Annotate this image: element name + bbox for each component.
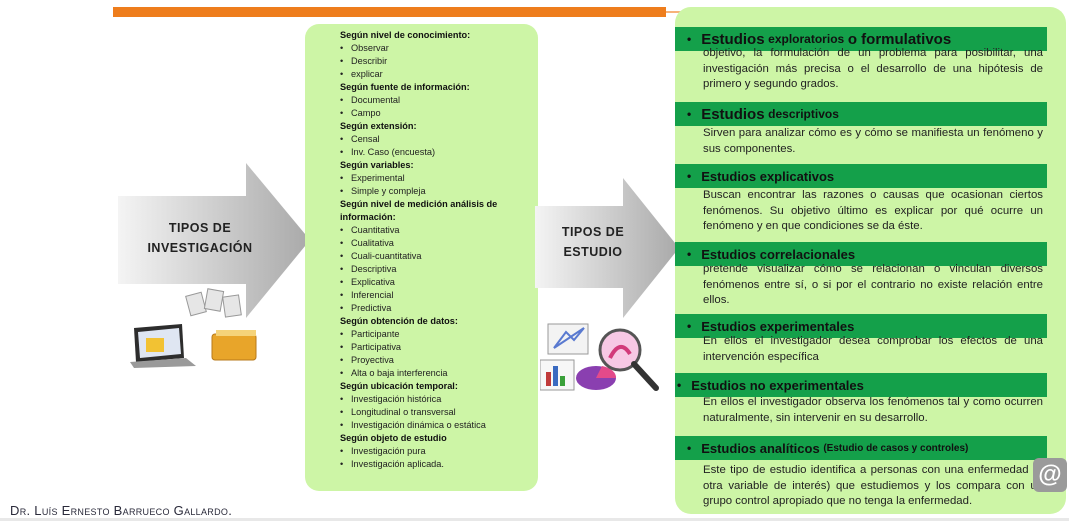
- study-exploratory: • Estudios exploratorios o formulativos …: [675, 27, 1047, 93]
- category-title: Según nivel de conocimiento:: [340, 30, 471, 40]
- category-item: Descriptiva: [340, 263, 530, 276]
- study-exploratory-desc: objetivo, la formulación de un problema …: [703, 47, 1043, 90]
- category-item: Inferencial: [340, 289, 530, 302]
- study-analytical-header: • Estudios analíticos (Estudio de casos …: [675, 436, 1047, 460]
- study-title-main: Estudios analíticos: [701, 440, 820, 456]
- study-title-main: Estudios experimentales: [701, 318, 855, 334]
- study-title-main: Estudios correlacionales: [701, 246, 856, 262]
- category-item: Investigación aplicada.: [340, 458, 530, 471]
- study-experimental-desc: En ellos el investigador desea comprobar…: [703, 335, 1043, 363]
- study-experimental: • Estudios experimentales En ellos el in…: [675, 314, 1047, 365]
- study-descriptive-desc: Sirven para analizar cómo es y cómo se m…: [703, 127, 1043, 155]
- category-item: Participativa: [340, 341, 530, 354]
- study-types-label: TIPOS DE ESTUDIO: [561, 225, 625, 259]
- bullet-icon: •: [687, 441, 692, 455]
- category-item: Cuantitativa: [340, 224, 530, 237]
- study-correlational: • Estudios correlacionales pretende visu…: [675, 242, 1047, 309]
- category-item: Investigación dinámica o estática: [340, 419, 530, 432]
- study-explanatory-header: • Estudios explicativos: [675, 164, 1047, 188]
- study-experimental-header: • Estudios experimentales: [675, 314, 1047, 338]
- study-descriptive-header: • Estudios descriptivos: [675, 102, 1047, 126]
- category-items: Investigación históricaLongitudinal o tr…: [340, 393, 530, 432]
- category-item: Alta o baja interferencia: [340, 367, 530, 380]
- study-correlational-header: • Estudios correlacionales: [675, 242, 1047, 266]
- category-item: Describir: [340, 55, 530, 68]
- study-analytical-desc: Este tipo de estudio identifica a person…: [703, 464, 1043, 507]
- category-item: Explicativa: [340, 276, 530, 289]
- category-title: Según nivel de medición análisis de info…: [340, 199, 498, 222]
- category-item: Participante: [340, 328, 530, 341]
- category-items: Investigación puraInvestigación aplicada…: [340, 445, 530, 471]
- category-items: ParticipanteParticipativaProyectivaAlta …: [340, 328, 530, 380]
- category-item: explicar: [340, 68, 530, 81]
- laptop-folder-icon: [130, 288, 257, 368]
- category-item: Experimental: [340, 172, 530, 185]
- category-item: Investigación pura: [340, 445, 530, 458]
- study-title-main: Estudios: [701, 30, 765, 48]
- study-title-tail: o formulativos: [847, 30, 952, 48]
- category-item: Proyectiva: [340, 354, 530, 367]
- study-title-rest: exploratorios: [768, 32, 845, 46]
- category-title: Según fuente de información:: [340, 82, 470, 92]
- category-title: Según variables:: [340, 160, 414, 170]
- category-title: Según objeto de estudio: [340, 433, 447, 443]
- category-title: Según obtención de datos:: [340, 316, 458, 326]
- study-non-experimental: • Estudios no experimentales En ellos el…: [675, 373, 1047, 426]
- category-items: ExperimentalSimple y compleja: [340, 172, 530, 198]
- study-non-experimental-header: • Estudios no experimentales: [675, 373, 1047, 397]
- study-title-main: Estudios no experimentales: [691, 377, 864, 393]
- category-item: Cuali-cuantitativa: [340, 250, 530, 263]
- bullet-icon: •: [687, 247, 692, 261]
- study-analytical: • Estudios analíticos (Estudio de casos …: [675, 436, 1047, 510]
- author-footer: Dr. Luís Ernesto Barrueco Gallardo.: [10, 503, 233, 518]
- study-descriptive: • Estudios descriptivos Sirven para anal…: [675, 102, 1047, 157]
- category-item: Campo: [340, 107, 530, 120]
- category-items: ObservarDescribirexplicar: [340, 42, 530, 81]
- category-item: Investigación histórica: [340, 393, 530, 406]
- bottom-divider: [0, 518, 1069, 521]
- charts-magnifier-icon: [540, 323, 659, 391]
- investigation-types-arrow: [118, 163, 310, 318]
- category-title: Según ubicación temporal:: [340, 381, 458, 391]
- bullet-icon: •: [687, 319, 692, 333]
- category-item: Inv. Caso (encuesta): [340, 146, 530, 159]
- investigation-types-label: TIPOS DE INVESTIGACIÓN: [147, 221, 253, 255]
- category-item: Observar: [340, 42, 530, 55]
- category-items: CuantitativaCualitativaCuali-cuantitativ…: [340, 224, 530, 315]
- study-title-rest: (Estudio de casos y controles): [823, 442, 969, 454]
- bullet-icon: •: [687, 32, 692, 46]
- study-explanatory-desc: Buscan encontrar las razones o causas qu…: [703, 189, 1043, 232]
- investigation-types-list: Según nivel de conocimiento:ObservarDesc…: [305, 24, 538, 491]
- study-types-arrow: [535, 178, 679, 318]
- category-title: Según extensión:: [340, 121, 417, 131]
- study-title-rest: descriptivos: [768, 107, 839, 121]
- category-item: Documental: [340, 94, 530, 107]
- study-exploratory-header: • Estudios exploratorios o formulativos: [675, 27, 1047, 51]
- category-item: Longitudinal o transversal: [340, 406, 530, 419]
- category-items: DocumentalCampo: [340, 94, 530, 120]
- study-correlational-desc: pretende visualizar cómo se relacionan o…: [703, 263, 1043, 306]
- study-explanatory: • Estudios explicativos Buscan encontrar…: [675, 164, 1047, 235]
- category-items: CensalInv. Caso (encuesta): [340, 133, 530, 159]
- bullet-icon: •: [677, 378, 682, 392]
- category-item: Cualitativa: [340, 237, 530, 250]
- category-item: Simple y compleja: [340, 185, 530, 198]
- at-sign-icon[interactable]: @: [1033, 458, 1067, 492]
- study-non-experimental-desc: En ellos el investigador observa los fen…: [703, 396, 1043, 424]
- bullet-icon: •: [687, 107, 692, 121]
- study-title-main: Estudios explicativos: [701, 168, 835, 184]
- category-item: Predictiva: [340, 302, 530, 315]
- top-orange-bar: [113, 7, 666, 17]
- bullet-icon: •: [687, 169, 692, 183]
- category-item: Censal: [340, 133, 530, 146]
- study-title-main: Estudios: [701, 105, 765, 123]
